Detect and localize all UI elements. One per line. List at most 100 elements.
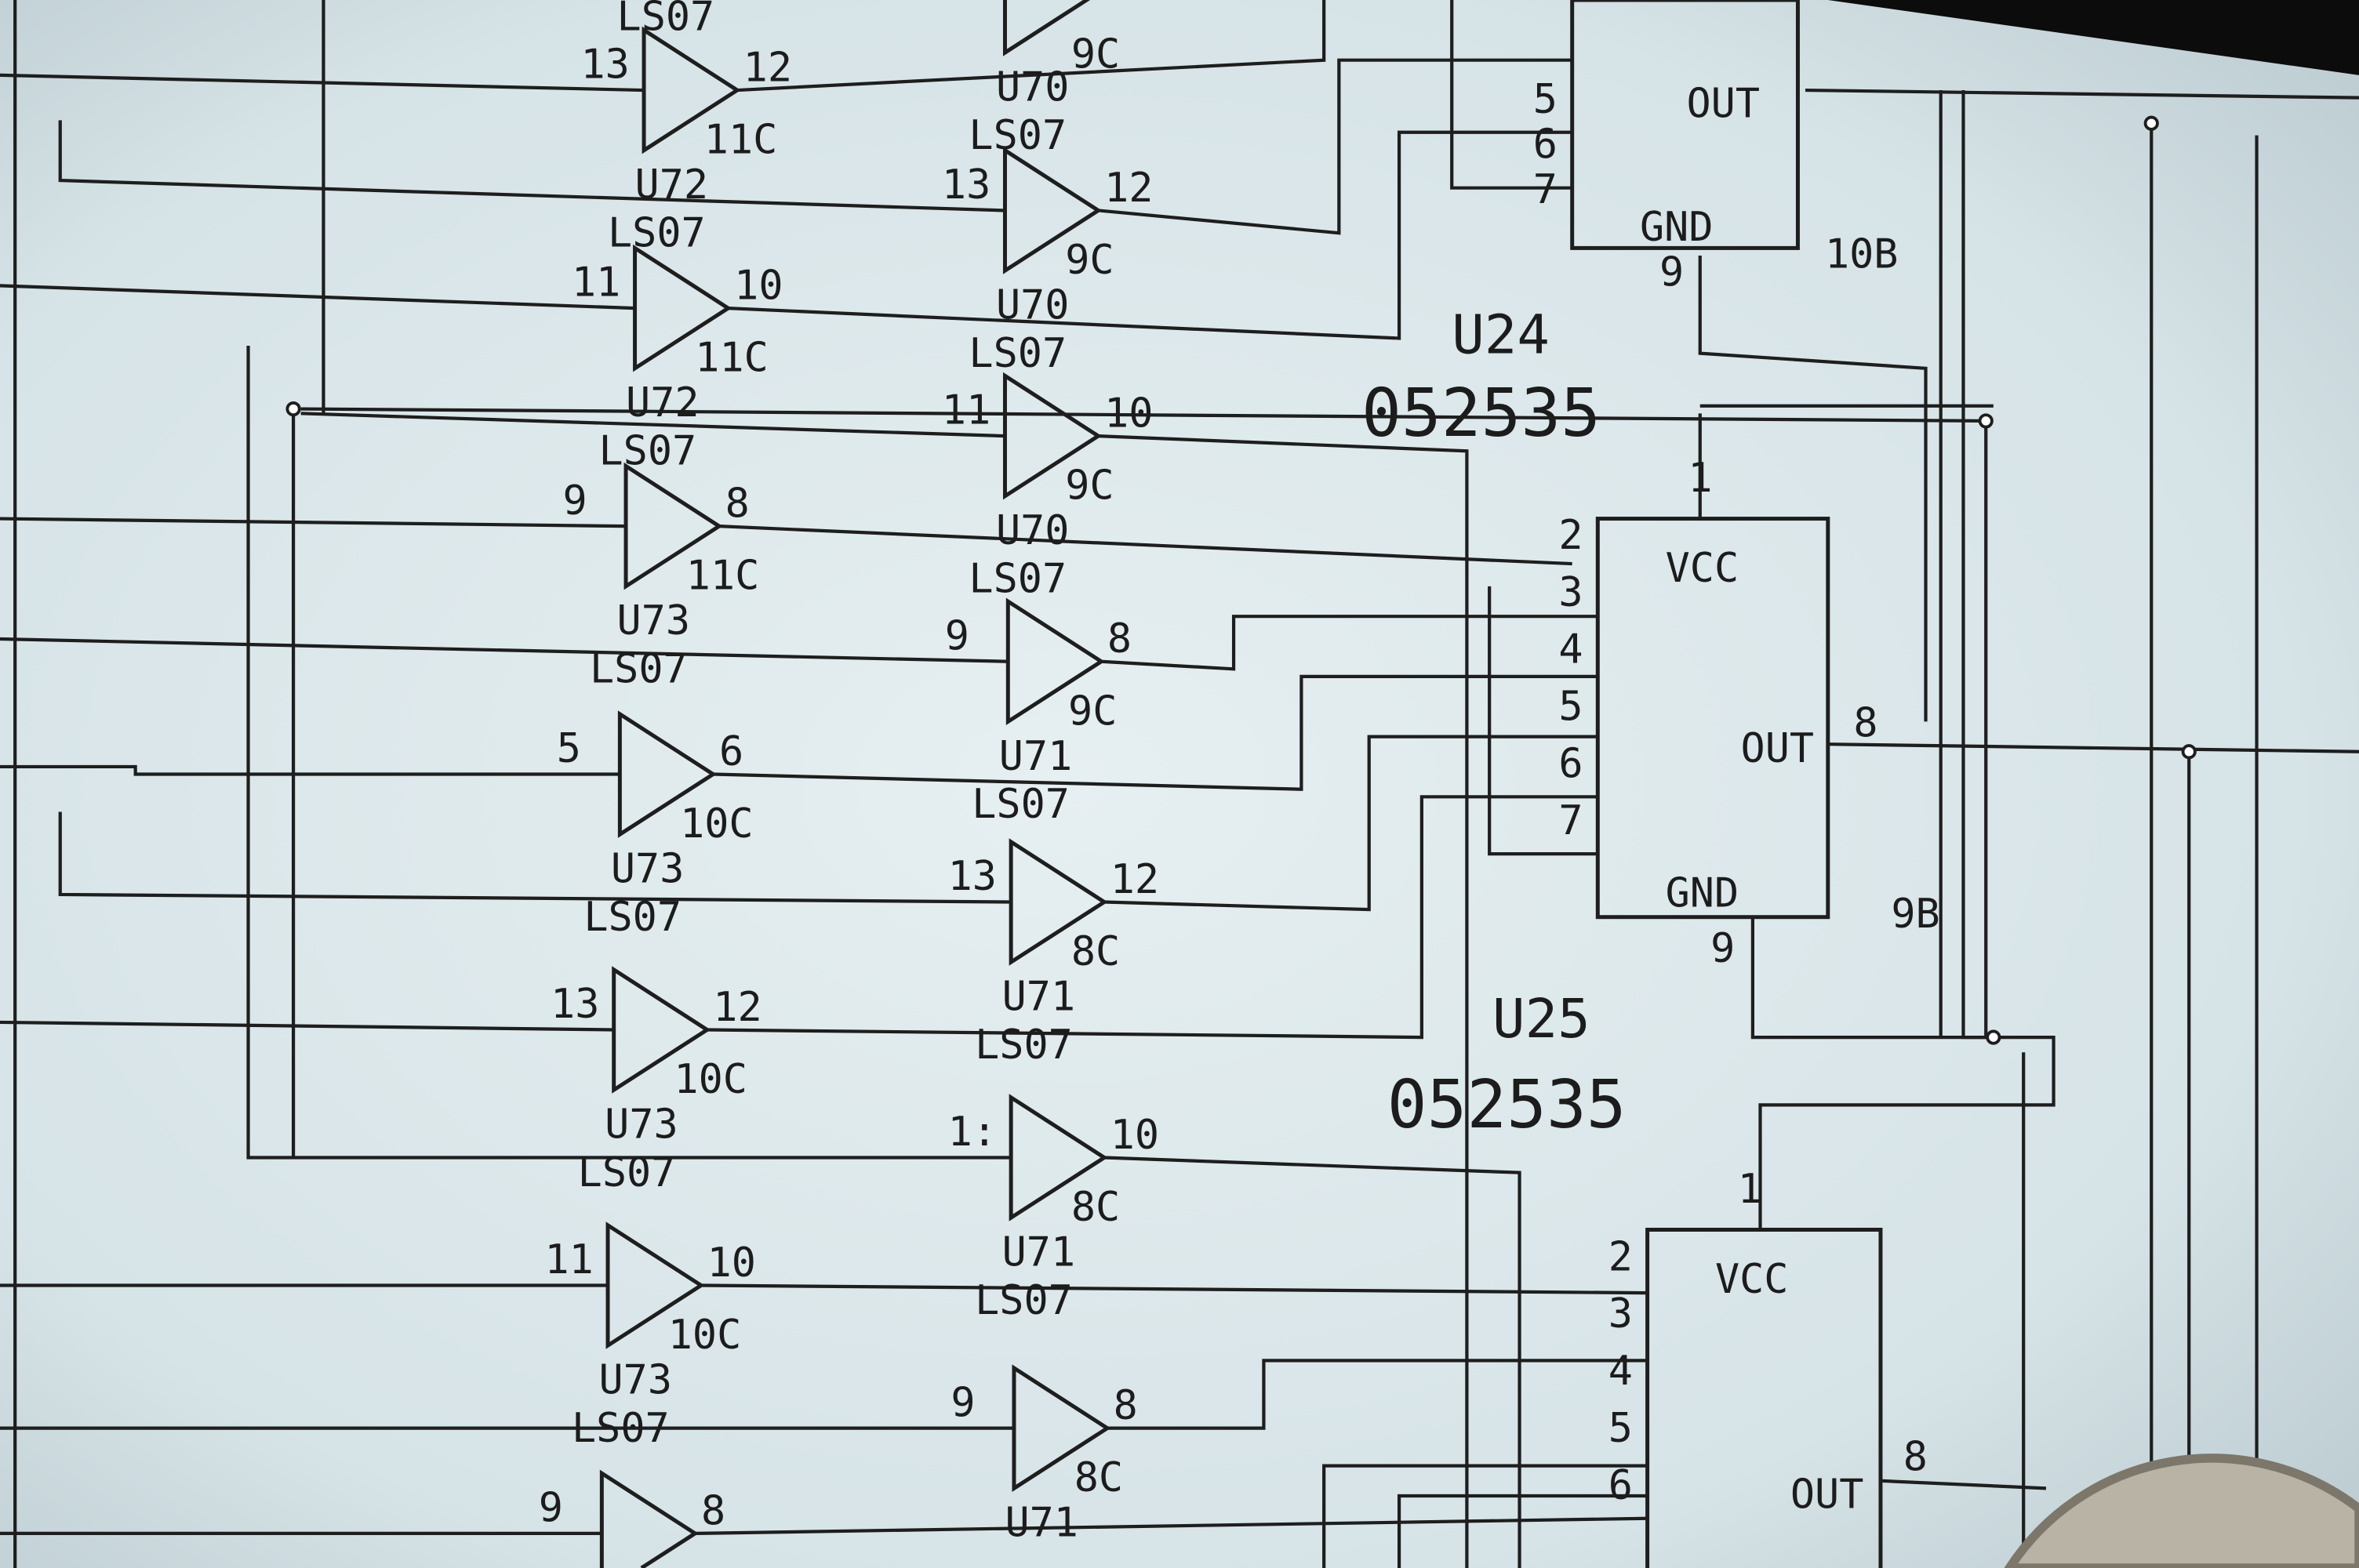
gate-location-label: 8C [1071,1184,1120,1231]
ic-pin-number: 3 [1608,1290,1633,1338]
out-label: OUT [1790,1471,1864,1518]
vcc-label: VCC [1666,545,1739,592]
ic-chip-body [1595,517,1830,920]
wire [718,524,1572,566]
ic-pin-number: 3 [1558,569,1583,616]
wire [1450,0,1572,190]
ic-chip-body [1645,1228,1883,1568]
wire [736,0,1326,93]
gate-unit-label: U71 [1002,1229,1076,1276]
wire [300,407,1986,423]
out-pin-number: 8 [1853,700,1877,747]
wire [0,1020,614,1032]
wire [300,412,1005,438]
gate-type-label: LS07 [975,1277,1073,1324]
wire [0,764,620,776]
gate-location-label: 9C [1068,688,1117,735]
ic-pin-number: 5 [1608,1405,1633,1452]
foreground-object [2004,1454,2359,1568]
output-pin-number: 12 [713,984,761,1031]
wire [0,284,635,310]
gate-unit-label: U73 [611,846,685,893]
wire [1322,1464,1648,1568]
wire [1104,735,1598,912]
ic-part-number: 052535 [1387,1066,1627,1143]
gate-unit-label: U72 [626,379,700,426]
wire [1098,434,1469,1568]
input-pin-number: 9 [539,1485,563,1532]
wire [695,1516,1648,1536]
wire [58,120,1005,212]
gate-unit-label: U70 [996,507,1070,554]
output-pin-number: 12 [1110,856,1159,903]
monitor-bezel [1827,0,2359,75]
gate-location-label: 8C [1074,1454,1123,1501]
input-pin-number: 13 [942,162,990,209]
wire [1104,1156,1521,1568]
buffer-gate-symbol [1002,0,1091,56]
buffer-gate-symbol [617,710,717,838]
wire [1880,1479,2047,1490]
wire [1750,916,1994,1040]
wire [0,517,627,528]
gate-location-label: 10C [674,1056,747,1103]
wire [1805,88,2359,100]
output-pin-number: 10 [734,263,783,310]
gate-unit-label: U70 [996,64,1070,111]
junction-dot [2143,115,2159,131]
ic-pin-number: 5 [1558,684,1583,731]
wire [728,130,1572,340]
input-pin-number: 9 [945,612,969,659]
ic-part-number: 052535 [1361,375,1601,452]
wire [713,674,1598,791]
gate-type-label: LS07 [578,1149,676,1196]
input-pin-number: 5 [557,725,581,772]
buffer-gate-symbol [605,1221,705,1349]
gate-location-label: 11C [695,335,769,382]
buffer-gate-symbol [1009,1094,1108,1221]
buffer-gate-symbol [612,966,711,1094]
wire [1827,742,2359,753]
input-pin-number: 9 [951,1379,975,1426]
gate-location-label: 9C [1065,237,1114,284]
gate-location-label: 11C [686,553,760,600]
output-pin-number: 8 [701,1487,725,1534]
out-label: OUT [1741,725,1815,772]
gate-type-label: LS07 [583,894,682,941]
input-pin-number: 13 [948,853,997,900]
top-type-label: LS07 [617,0,715,40]
ic-unit-label: U25 [1492,988,1590,1051]
gnd-pin-number: 9 [1659,249,1684,296]
output-pin-number: 10 [1110,1112,1159,1159]
top-part-label: 9C [1071,31,1120,78]
ic-pin-number: 4 [1608,1348,1633,1395]
output-pin-number: 10 [1104,390,1153,437]
buffer-gate-symbol [1012,1364,1111,1492]
gate-type-label: LS07 [972,781,1070,828]
gate-type-label: LS07 [975,1022,1073,1069]
ic-pin-number: 5 [1533,76,1558,123]
input-pin-number: 9 [562,477,587,524]
buffer-gate-symbol [642,26,741,154]
buffer-gate-symbol [1005,597,1105,725]
ic-chip-body [1570,0,1800,250]
output-pin-number: 12 [1104,165,1153,212]
wire [700,1283,1648,1295]
input-pin-number: 11 [544,1236,593,1283]
wire [1397,1494,1648,1568]
ic-pin-number: 6 [1533,121,1558,168]
wire [1698,255,1928,722]
wire [58,811,1012,904]
ic-location-label: 9B [1891,891,1939,938]
gate-type-label: LS07 [969,112,1067,159]
gate-type-label: LS07 [590,646,688,693]
ic-pin-number: 6 [1608,1462,1633,1509]
ic-location-label: 10B [1825,230,1899,278]
junction-dot [1978,413,1994,429]
gate-type-label: LS07 [572,1405,670,1452]
output-pin-number: 8 [1107,615,1132,662]
